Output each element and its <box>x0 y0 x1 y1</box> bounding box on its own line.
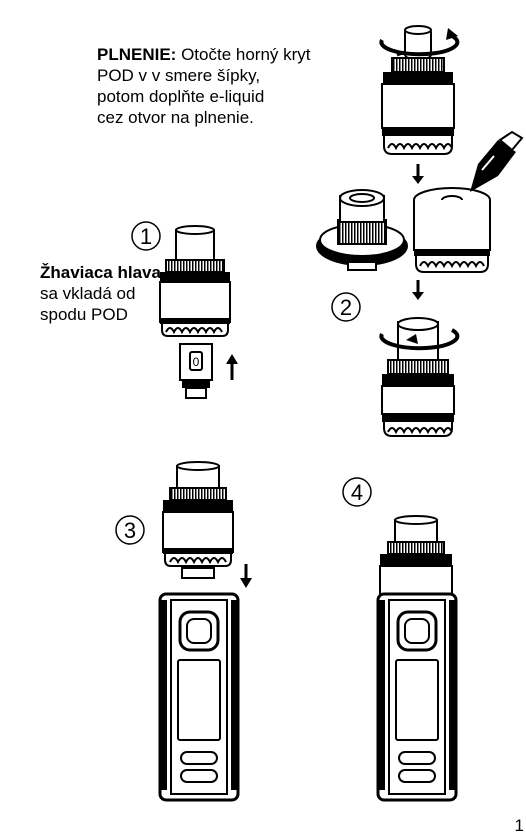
coil: 0 <box>179 343 213 399</box>
step-4-number: 4 <box>351 480 363 505</box>
pod-top-screw <box>379 317 460 437</box>
filling-line4: cez otvor na plnenie. <box>97 108 254 127</box>
filling-line1: Otočte horný kryt <box>176 45 311 64</box>
pod-insert <box>162 461 234 579</box>
step-3-number: 3 <box>124 518 136 543</box>
pod-tank-filling <box>413 130 524 273</box>
coil-bold-text: Žhaviaca hlava <box>40 263 161 282</box>
down-arrow-icon <box>412 280 424 300</box>
pod-top-unscrew <box>379 25 460 155</box>
down-arrow-icon <box>412 164 424 184</box>
coil-instructions: Žhaviaca hlava sa vkladá od spodu POD <box>40 262 170 325</box>
device-assembled <box>376 515 458 802</box>
device-body-step3 <box>158 592 240 802</box>
filling-line2: POD v v smere šípky, <box>97 66 261 85</box>
down-arrow-icon <box>240 564 252 588</box>
step-4-circle <box>342 477 372 507</box>
page-number: 1 <box>514 816 524 835</box>
pod-cap-removed <box>316 189 408 271</box>
pod-with-coil <box>159 225 231 337</box>
filling-instructions: PLNENIE: Otočte horný kryt POD v v smere… <box>97 44 377 128</box>
coil-rest-text: sa vkladá od spodu POD <box>40 284 136 324</box>
step-3-circle <box>115 515 145 545</box>
step-1-circle <box>131 221 161 251</box>
step-2-number: 2 <box>340 295 352 320</box>
filling-heading: PLNENIE: <box>97 45 177 64</box>
step-2-circle <box>331 292 361 322</box>
coil-label: 0 <box>193 355 200 369</box>
filling-line3: potom doplňte e-liquid <box>97 87 265 106</box>
up-arrow-icon <box>226 354 238 380</box>
step-1-number: 1 <box>140 224 152 249</box>
